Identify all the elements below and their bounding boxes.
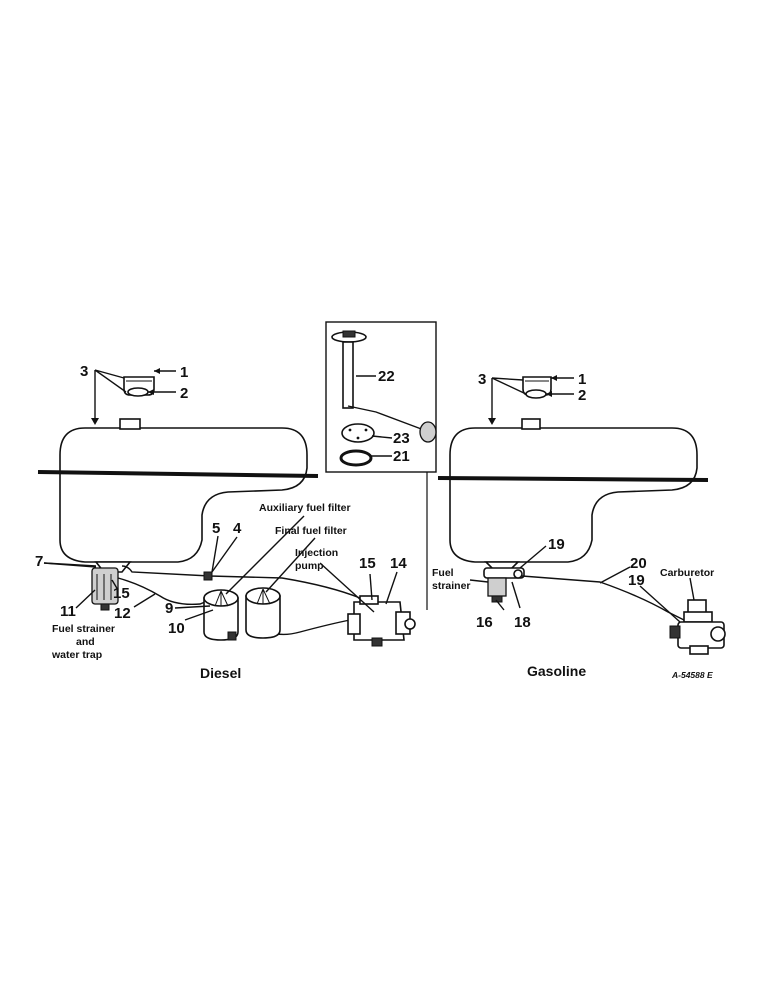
gasoline-fuel-strainer [483, 567, 525, 603]
diesel-callout-15a: 15 [113, 585, 130, 602]
fuel-strainer-label-line1: Fuel strainer [52, 623, 115, 635]
diesel-callout-9: 9 [165, 600, 173, 617]
carburetor-label: Carburetor [660, 567, 714, 579]
gasoline-cap-gasket [525, 389, 547, 399]
gauge-float [419, 421, 437, 443]
gasoline-callout-2: 2 [578, 387, 586, 404]
final-fuel-filter-label: Final fuel filter [275, 525, 347, 537]
gasoline-callout-19a: 19 [548, 536, 565, 553]
diesel-cap-gasket [127, 387, 149, 397]
gasoline-strainer-label-line1: Fuel [432, 567, 454, 579]
fuel-gauge-inset: 22 23 21 [325, 321, 437, 473]
diesel-assembly: 1 2 3 4 5 7 9 10 11 12 14 15 15 Auxiliar… [35, 363, 416, 681]
gauge-callout-22: 22 [378, 368, 395, 385]
gauge-callout-23: 23 [393, 430, 410, 447]
diesel-callout-7: 7 [35, 553, 43, 570]
injection-pump [347, 595, 416, 647]
diesel-callout-11: 11 [60, 603, 76, 620]
gauge-gasket [339, 449, 373, 467]
gasoline-tank-neck [521, 418, 541, 430]
diesel-callout-1: 1 [180, 364, 188, 381]
carburetor [669, 599, 726, 655]
gauge-sender-tube [342, 341, 354, 409]
gauge-callout-21: 21 [393, 448, 410, 465]
gasoline-assembly: 1 2 3 19 19 20 16 18 Fuel strainer Carbu… [432, 371, 726, 679]
gasoline-callout-20: 20 [630, 555, 647, 572]
gasoline-strainer-label-line2: strainer [432, 580, 471, 592]
auxiliary-fuel-filter [203, 589, 239, 641]
injection-pump-label-line2: pump [295, 560, 324, 572]
gasoline-callout-18: 18 [514, 614, 531, 631]
gasoline-callout-19b: 19 [628, 572, 645, 589]
diesel-tank-neck [119, 418, 141, 430]
gasoline-fuel-tank [449, 427, 698, 563]
fuel-strainer-label-line3: water trap [51, 649, 102, 661]
gasoline-callout-16: 16 [476, 614, 493, 631]
auxiliary-fuel-filter-label: Auxiliary fuel filter [259, 502, 351, 514]
injection-pump-label-line1: Injection [295, 547, 338, 559]
diesel-tank-seam [37, 470, 319, 478]
final-fuel-filter [245, 587, 281, 639]
fuel-strainer-label-line2: and [76, 636, 95, 648]
diesel-callout-15b: 15 [359, 555, 376, 572]
diesel-callout-14: 14 [390, 555, 407, 572]
diesel-caption: Diesel [200, 665, 241, 681]
diesel-callout-10: 10 [168, 620, 185, 637]
gasoline-callout-1: 1 [578, 371, 586, 388]
gasoline-fuel-line [521, 575, 685, 621]
gasoline-callout-3: 3 [478, 371, 486, 388]
gasoline-tank-seam [437, 476, 709, 482]
diesel-callout-3: 3 [80, 363, 88, 380]
diesel-fuel-tank [59, 427, 308, 563]
diesel-callout-2: 2 [180, 385, 188, 402]
diesel-callout-5: 5 [212, 520, 220, 537]
gasoline-caption: Gasoline [527, 663, 586, 679]
diesel-callout-12: 12 [114, 605, 131, 622]
drawing-code: A-54588 E [671, 670, 713, 680]
diesel-callout-4: 4 [233, 520, 242, 537]
gauge-mounting-plate [341, 423, 375, 443]
